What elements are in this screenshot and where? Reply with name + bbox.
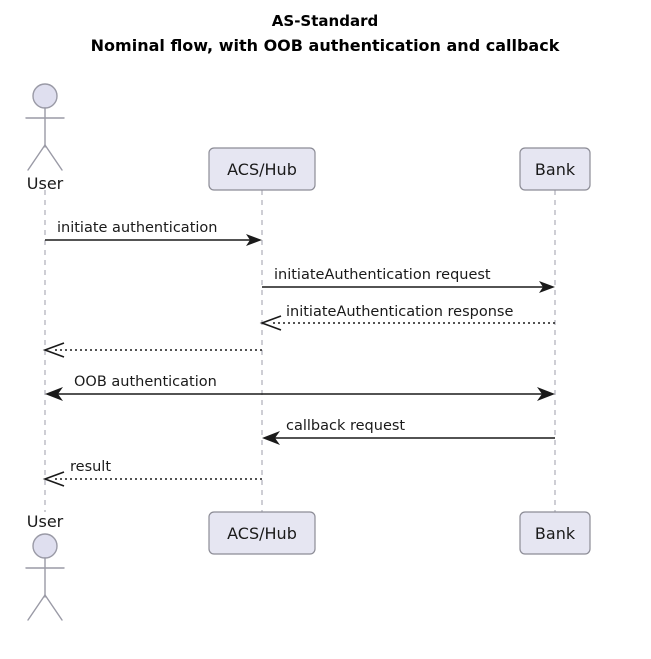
message-label-result: result bbox=[70, 459, 111, 475]
arrowhead-open-left-icon bbox=[42, 471, 65, 487]
arrowhead-filled-right-icon bbox=[537, 387, 555, 401]
arrowhead-filled-left-icon bbox=[262, 431, 280, 445]
message-label-initiate-authentication-response: initiateAuthentication response bbox=[286, 304, 513, 320]
participant-bank-bottom[interactable]: Bank bbox=[519, 511, 591, 555]
message-return-to-user[interactable] bbox=[42, 342, 262, 358]
message-label-initiate-authentication-request: initiateAuthentication request bbox=[274, 267, 491, 283]
participant-user-bottom[interactable]: User bbox=[25, 512, 65, 621]
actor-leg-left-icon bbox=[27, 144, 46, 171]
participant-label-acs-hub-top: ACS/Hub bbox=[227, 160, 297, 179]
message-result[interactable]: result bbox=[42, 459, 262, 487]
participant-box-acs-hub-bottom bbox=[208, 511, 316, 555]
message-callback-request[interactable]: callback request bbox=[262, 418, 555, 445]
participant-bank-top[interactable]: Bank bbox=[519, 147, 591, 191]
message-initiate-authentication-request[interactable]: initiateAuthentication request bbox=[262, 267, 555, 293]
arrowhead-filled-left-icon bbox=[45, 387, 63, 401]
participant-label-bank-bottom: Bank bbox=[535, 524, 576, 543]
arrowhead-open-left-icon bbox=[259, 315, 282, 331]
actor-head-icon bbox=[32, 83, 58, 109]
actor-leg-right-icon bbox=[44, 594, 63, 621]
message-label-initiate-authentication: initiate authentication bbox=[57, 220, 217, 236]
message-label-oob-authentication: OOB authentication bbox=[74, 374, 217, 390]
arrowhead-filled-right-icon bbox=[246, 234, 262, 246]
message-initiate-authentication[interactable]: initiate authentication bbox=[45, 220, 262, 246]
participant-box-bank-bottom bbox=[519, 511, 591, 555]
participant-acs-hub-bottom[interactable]: ACS/Hub bbox=[208, 511, 316, 555]
participant-label-user-bottom: User bbox=[27, 512, 64, 531]
diagram-title-line1: AS-Standard bbox=[272, 12, 378, 30]
message-label-callback-request: callback request bbox=[286, 418, 405, 434]
participant-label-user-top: User bbox=[27, 174, 64, 193]
participant-label-acs-hub-bottom: ACS/Hub bbox=[227, 524, 297, 543]
participant-box-bank-top bbox=[519, 147, 591, 191]
participant-label-bank-top: Bank bbox=[535, 160, 576, 179]
message-oob-authentication[interactable]: OOB authentication bbox=[45, 374, 555, 401]
actor-leg-left-icon bbox=[27, 594, 46, 621]
participant-acs-hub-top[interactable]: ACS/Hub bbox=[208, 147, 316, 191]
arrowhead-filled-right-icon bbox=[539, 281, 555, 293]
actor-leg-right-icon bbox=[44, 144, 63, 171]
actor-head-icon bbox=[32, 533, 58, 559]
diagram-title-line2: Nominal flow, with OOB authentication an… bbox=[91, 36, 560, 55]
message-initiate-authentication-response[interactable]: initiateAuthentication response bbox=[259, 304, 555, 331]
participant-box-acs-hub-top bbox=[208, 147, 316, 191]
arrowhead-open-left-icon bbox=[42, 342, 65, 358]
participant-user-top[interactable]: User bbox=[25, 83, 65, 193]
